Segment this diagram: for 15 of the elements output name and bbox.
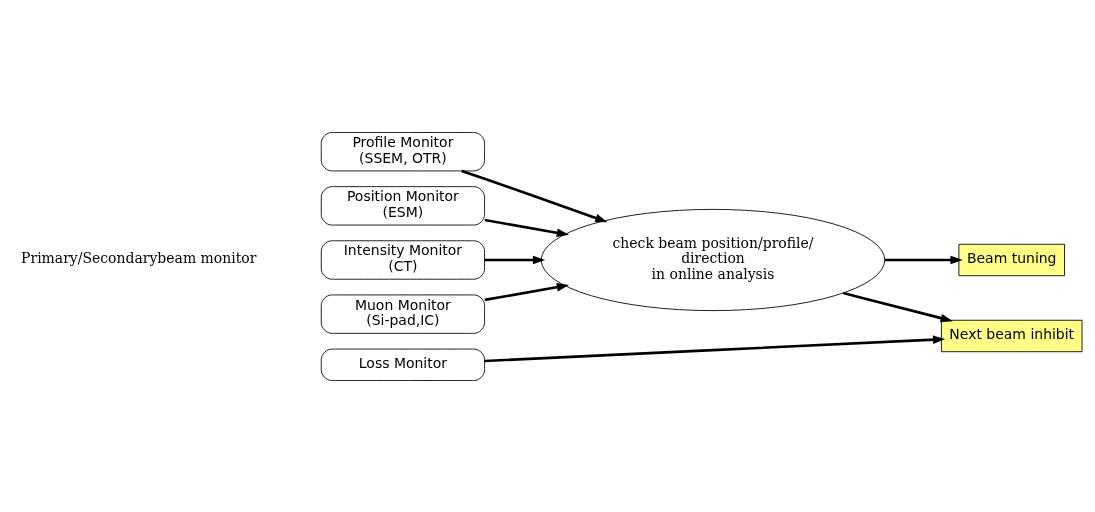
node-ellipse: check beam position/profile/ direction in online analysis	[540, 208, 886, 311]
arrow	[884, 255, 963, 264]
arrow	[484, 255, 546, 264]
arrow	[484, 218, 570, 237]
node-box: Loss Monitor	[320, 348, 485, 381]
node-box: Profile Monitor (SSEM, OTR)	[320, 131, 485, 171]
arrow	[484, 334, 946, 362]
node-box: Position Monitor (ESM)	[320, 185, 485, 225]
node-box: Beam tuning	[958, 243, 1065, 276]
arrow	[842, 291, 953, 322]
node-box: Muon Monitor (Si-pad,IC)	[320, 294, 485, 334]
node-box: Intensity Monitor (CT)	[320, 239, 485, 280]
arrow	[484, 282, 570, 301]
label: Primary/Secondarybeam monitor	[21, 249, 257, 266]
node-box: Next beam inhibit	[941, 319, 1083, 352]
